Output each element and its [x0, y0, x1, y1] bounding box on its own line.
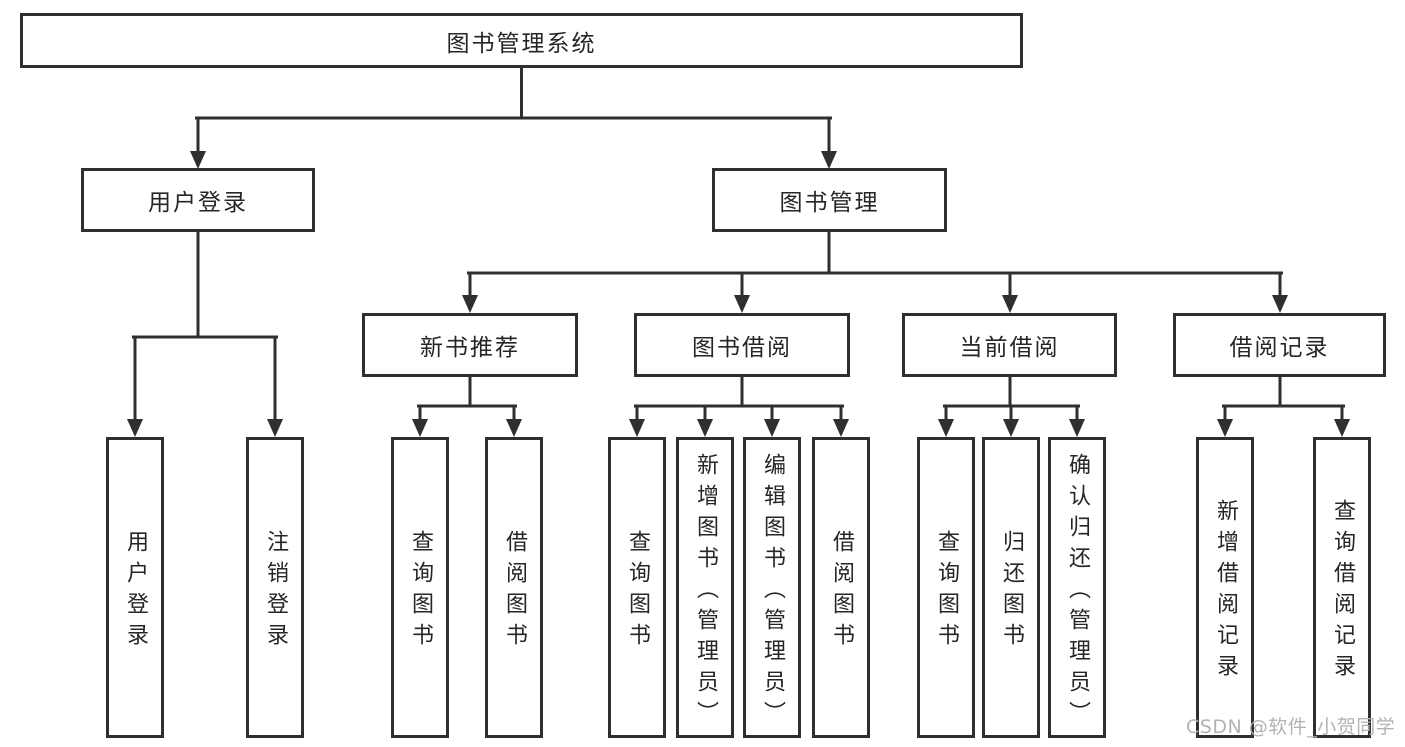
csdn-watermark: CSDN @软件_小贺同学 — [1186, 716, 1396, 738]
leaf-query-books-borrowing-label: 查询图书 — [625, 530, 650, 654]
node-borrowing-records-label: 借阅记录 — [1229, 335, 1330, 361]
leaf-return-books: 归还图书 — [982, 437, 1040, 738]
leaf-borrow-books-recommend-label: 借阅图书 — [502, 530, 527, 654]
leaf-query-books-recommend-label: 查询图书 — [408, 530, 433, 654]
node-user-login: 用户登录 — [81, 168, 315, 232]
connector-user-login-to-leaves — [127, 230, 283, 437]
node-user-login-label: 用户登录 — [148, 190, 248, 216]
leaf-return-books-label: 归还图书 — [999, 530, 1024, 654]
leaf-confirm-return-admin: 确认归还（管理员） — [1048, 437, 1106, 738]
leaf-add-borrow-record: 新增借阅记录 — [1196, 437, 1254, 738]
node-book-management: 图书管理 — [712, 168, 947, 232]
leaf-user-login: 用户登录 — [106, 437, 164, 738]
leaf-user-login-label: 用户登录 — [123, 530, 148, 654]
connector-book-management-to-level3 — [462, 230, 1288, 313]
node-new-book-recommend-label: 新书推荐 — [420, 335, 520, 361]
connector-borrowing-records-to-leaves — [1217, 375, 1350, 437]
node-root-label: 图书管理系统 — [446, 30, 597, 57]
connector-root-to-level2 — [190, 66, 837, 169]
node-book-management-label: 图书管理 — [779, 190, 880, 216]
leaf-query-borrow-record-label: 查询借阅记录 — [1330, 499, 1355, 685]
node-book-borrowing: 图书借阅 — [634, 313, 850, 377]
leaf-query-books-recommend: 查询图书 — [391, 437, 449, 738]
leaf-edit-book-admin: 编辑图书（管理员） — [743, 437, 801, 738]
leaf-add-book-admin-label: 新增图书（管理员） — [693, 452, 718, 732]
connector-current-borrowing-to-leaves — [938, 375, 1085, 437]
node-current-borrowing-label: 当前借阅 — [959, 335, 1060, 361]
connector-book-borrowing-to-leaves — [629, 375, 849, 437]
connector-new-book-recommend-to-leaves — [412, 375, 522, 437]
leaf-add-book-admin: 新增图书（管理员） — [676, 437, 734, 738]
leaf-query-books-current-label: 查询图书 — [934, 530, 959, 654]
leaf-logout: 注销登录 — [246, 437, 304, 738]
leaf-edit-book-admin-label: 编辑图书（管理员） — [760, 452, 785, 732]
leaf-query-borrow-record: 查询借阅记录 — [1313, 437, 1371, 738]
leaf-logout-label: 注销登录 — [263, 530, 288, 654]
node-root: 图书管理系统 — [20, 13, 1023, 68]
node-current-borrowing: 当前借阅 — [902, 313, 1117, 377]
leaf-borrow-books-borrowing: 借阅图书 — [812, 437, 870, 738]
node-book-borrowing-label: 图书借阅 — [692, 335, 792, 361]
node-borrowing-records: 借阅记录 — [1173, 313, 1386, 377]
leaf-borrow-books-borrowing-label: 借阅图书 — [829, 530, 854, 654]
leaf-add-borrow-record-label: 新增借阅记录 — [1213, 499, 1238, 685]
leaf-borrow-books-recommend: 借阅图书 — [485, 437, 543, 738]
leaf-confirm-return-admin-label: 确认归还（管理员） — [1065, 452, 1090, 732]
leaf-query-books-borrowing: 查询图书 — [608, 437, 666, 738]
node-new-book-recommend: 新书推荐 — [362, 313, 578, 377]
leaf-query-books-current: 查询图书 — [917, 437, 975, 738]
